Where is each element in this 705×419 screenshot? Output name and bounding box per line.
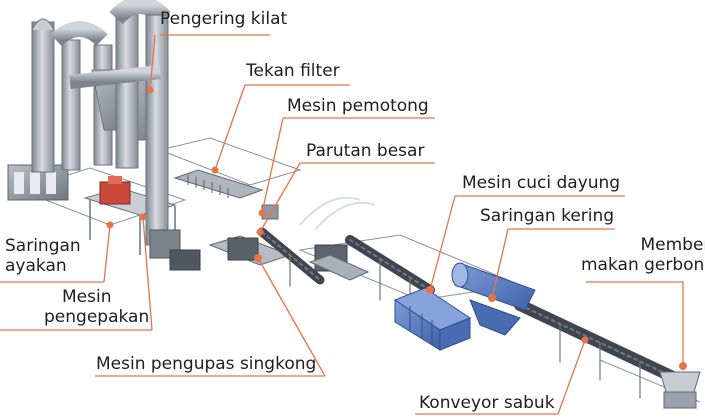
label-sieve: Saringan ayakan — [5, 236, 81, 276]
leader-filter-press — [214, 84, 246, 171]
leader-dry-sieve — [491, 228, 509, 299]
paddle-washer-shape — [393, 286, 472, 351]
leader-coarse-grater — [259, 162, 301, 233]
coarse-grater-shape — [308, 244, 370, 281]
leader-packing — [142, 216, 153, 331]
label-coarse-grater: Parutan besar — [306, 141, 425, 161]
label-packing-machine: Mesin pengepakan — [44, 287, 150, 327]
label-belt-conveyor: Konveyor sabuk — [419, 393, 555, 413]
label-paddle-washer: Mesin cuci dayung — [462, 173, 621, 193]
leader-peeler — [257, 257, 326, 377]
watermark-shape — [299, 196, 376, 231]
leader-paddle-washer — [429, 195, 456, 291]
leader-sieve — [103, 224, 111, 283]
label-cutting-machine: Mesin pemotong — [287, 96, 429, 116]
leader-flash-dryer — [149, 34, 156, 91]
hopper-feeder-shape — [659, 362, 701, 409]
leader-cutting-machine — [261, 117, 284, 214]
leader-lines — [0, 34, 684, 415]
label-flash-dryer: Pengering kilat — [160, 9, 288, 29]
cutting-machine-shape — [208, 235, 292, 266]
label-filter-press: Tekan filter — [246, 61, 340, 81]
label-peeler: Mesin pengupas singkong — [96, 354, 317, 374]
leader-hopper — [586, 281, 684, 366]
flash-dryer-shape — [31, 0, 201, 271]
label-hopper-feeder: Memberi makan gerbong — [581, 235, 705, 275]
label-dry-sieve: Saringan kering — [480, 206, 615, 226]
leader-belt-conveyor — [557, 339, 586, 415]
